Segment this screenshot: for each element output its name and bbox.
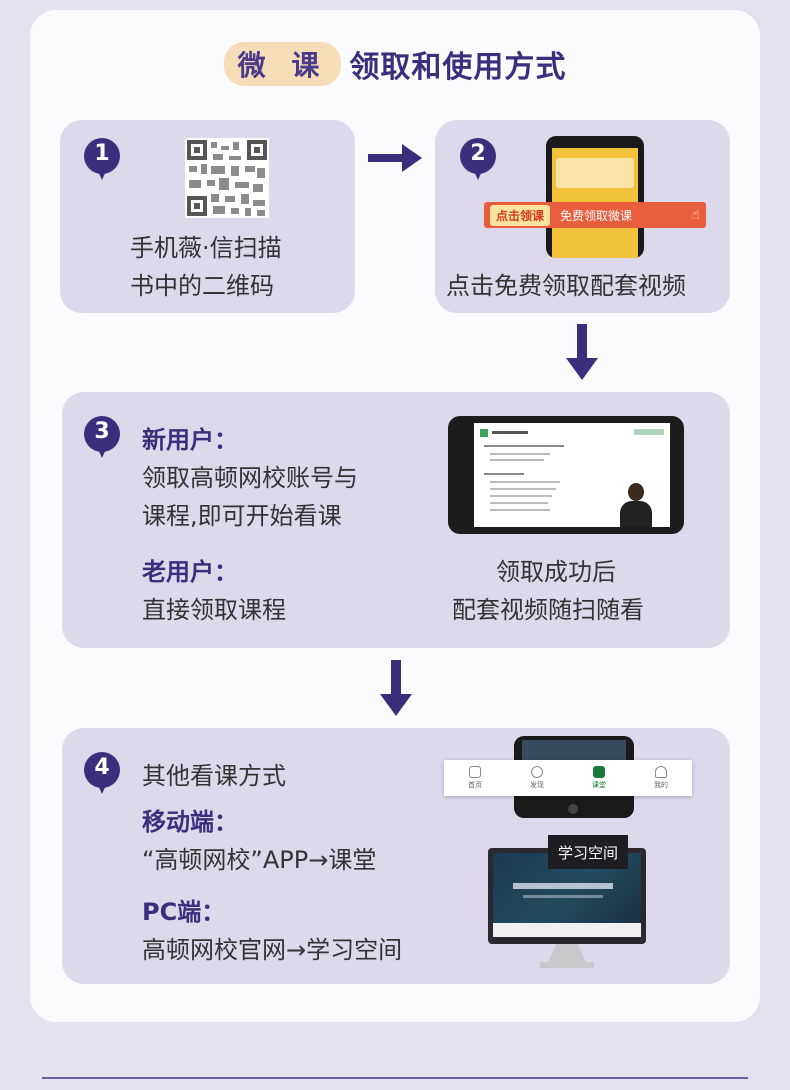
claim-course-banner: 点击领课 免费领取微课 ☝	[484, 202, 706, 228]
old-user-heading: 老用户：	[142, 558, 238, 586]
step1-line1: 手机薇·信扫描	[130, 234, 282, 262]
old-user-line1: 直接领取课程	[142, 596, 286, 624]
tablet-image	[448, 416, 684, 534]
step2-caption: 点击免费领取配套视频	[446, 272, 686, 300]
step3-right-line1: 领取成功后	[496, 558, 616, 586]
nav-home[interactable]: 首页	[468, 766, 482, 790]
arrow-down-icon	[564, 322, 600, 382]
step1-marker-icon: 1	[84, 138, 120, 184]
phone-image	[546, 136, 644, 258]
new-user-line1: 领取高顿网校账号与	[142, 464, 358, 492]
profile-icon	[655, 766, 667, 778]
new-user-line2: 课程,即可开始看课	[142, 502, 342, 530]
mobile-line: “高顿网校”APP→课堂	[142, 846, 377, 874]
step3-right-line2: 配套视频随扫随看	[452, 596, 644, 624]
title-pill: 微 课	[223, 42, 342, 86]
step1-line2: 书中的二维码	[130, 272, 274, 300]
step4-marker-icon: 4	[84, 752, 120, 798]
arrow-down-icon	[378, 658, 414, 718]
banner-free-label: 免费领取微课	[560, 208, 633, 223]
new-user-heading: 新用户：	[142, 426, 238, 454]
step4-heading: 其他看课方式	[142, 762, 286, 790]
home-icon	[469, 766, 481, 778]
banner-claim-label: 点击领课	[490, 204, 551, 226]
presenter-image	[616, 483, 656, 527]
qr-code	[185, 138, 269, 218]
pc-heading: PC端：	[142, 898, 226, 926]
pc-line: 高顿网校官网→学习空间	[142, 936, 403, 964]
study-space-tag: 学习空间	[548, 835, 628, 869]
mobile-heading: 移动端：	[142, 808, 238, 836]
classroom-icon	[593, 766, 605, 778]
step2-marker-icon: 2	[460, 138, 496, 184]
step3-marker-icon: 3	[84, 416, 120, 462]
bottom-divider	[42, 1077, 748, 1079]
planet-icon	[531, 766, 543, 778]
page-title: 微 课 领取和使用方式	[0, 40, 790, 88]
hand-icon: ☝	[691, 207, 700, 223]
arrow-right-icon	[366, 140, 424, 176]
nav-discover[interactable]: 发现	[530, 766, 544, 790]
nav-mine[interactable]: 我的	[654, 766, 668, 790]
app-bottom-nav: 首页 发现 课堂 我的	[444, 760, 692, 796]
title-text: 领取和使用方式	[349, 50, 567, 85]
nav-classroom[interactable]: 课堂	[592, 766, 606, 790]
